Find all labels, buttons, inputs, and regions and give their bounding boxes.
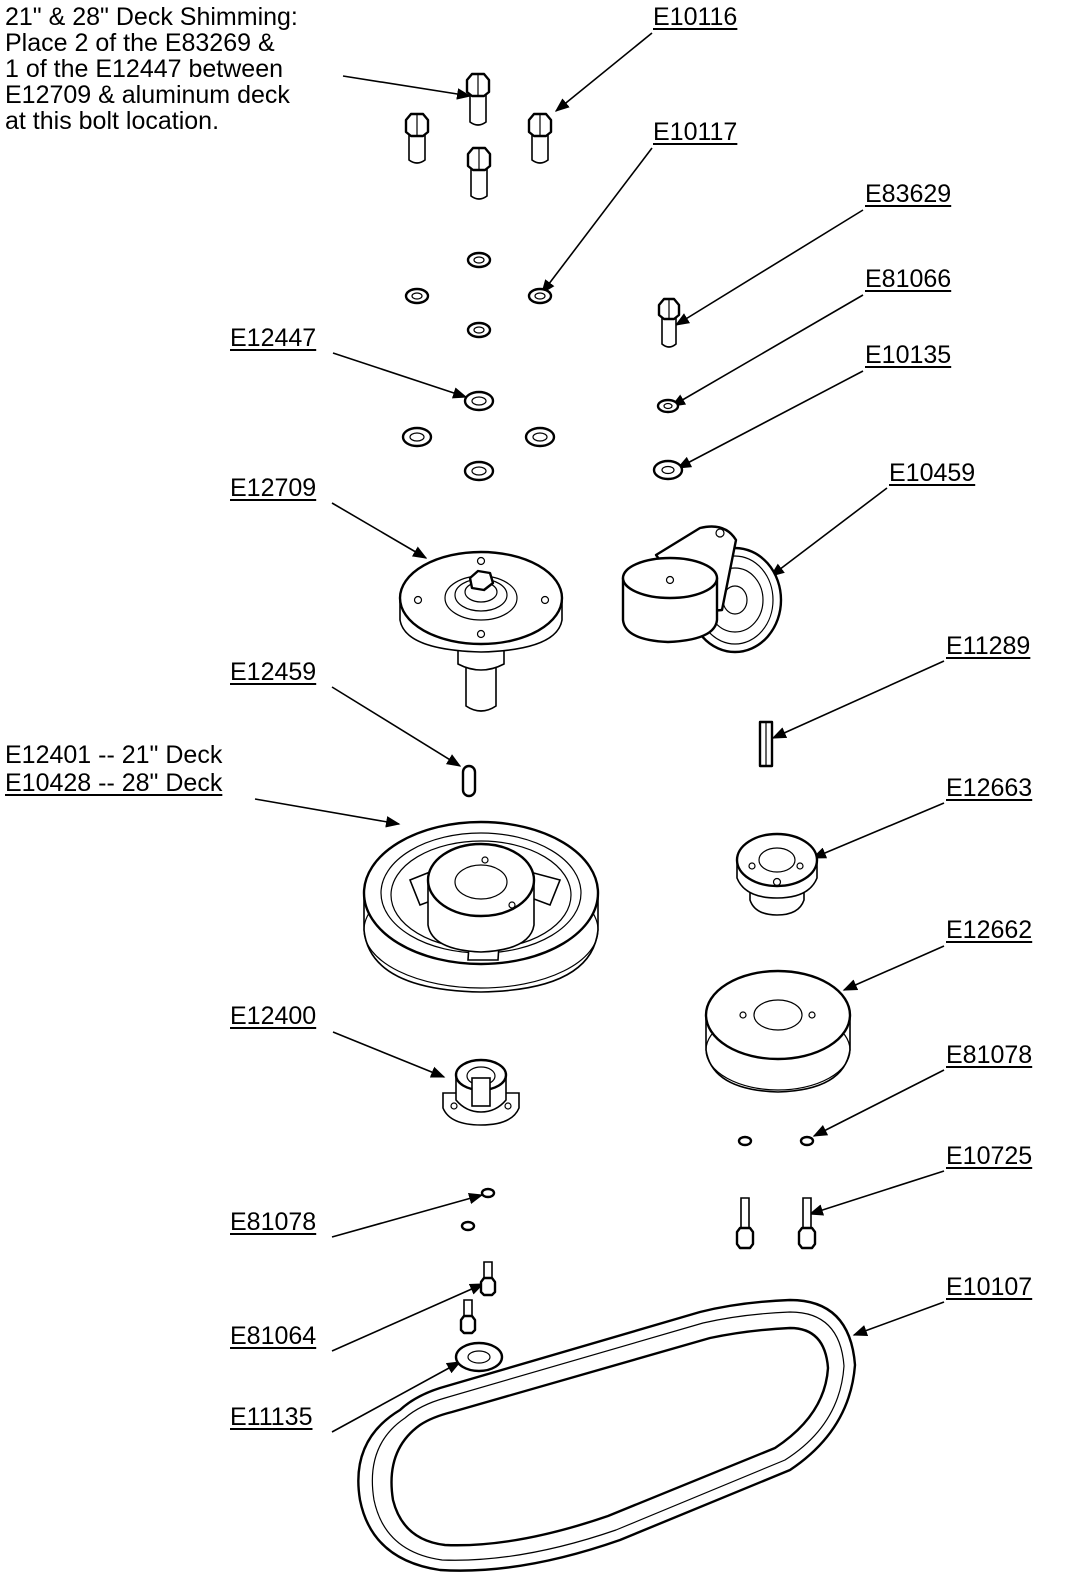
bushing-e12400 xyxy=(442,1058,520,1126)
callout-e81064: E81064 xyxy=(230,1322,317,1350)
spindle-e12709 xyxy=(398,550,564,712)
bolt-e10725 xyxy=(735,1197,817,1250)
key-e11289 xyxy=(758,720,774,768)
washer-e12447 xyxy=(401,390,556,482)
callout-e10428: E10428 -- 28" Deck xyxy=(5,769,223,797)
idler-e10459 xyxy=(621,525,783,654)
bushing-e12663 xyxy=(735,832,819,916)
note-line: 21" & 28" Deck Shimming: xyxy=(5,3,298,31)
callout-e10116: E10116 xyxy=(653,3,738,31)
shimming-note: 21" & 28" Deck Shimming: Place 2 of the … xyxy=(5,4,298,134)
bolt-e10116 xyxy=(465,72,491,126)
lock-washer-e81078 xyxy=(737,1135,815,1147)
key-e12459 xyxy=(461,764,477,798)
callout-e12447: E12447 xyxy=(230,324,317,352)
callout-e10117: E10117 xyxy=(653,118,738,146)
callout-e11135: E11135 xyxy=(230,1403,313,1431)
callout-e12400: E12400 xyxy=(230,1002,317,1030)
bolt-e10116 xyxy=(466,146,492,200)
callout-e12663: E12663 xyxy=(946,774,1033,802)
callout-e81066: E81066 xyxy=(865,265,952,293)
callout-e12662: E12662 xyxy=(946,916,1033,944)
note-line: at this bolt location. xyxy=(5,107,220,135)
leader-lines xyxy=(254,32,945,1433)
callout-e10459: E10459 xyxy=(889,459,976,487)
callout-e12459: E12459 xyxy=(230,658,317,686)
callout-e83629: E83629 xyxy=(865,180,952,208)
pulley-e12401-e10428 xyxy=(362,820,600,993)
callout-e81078-left: E81078 xyxy=(230,1208,317,1236)
callout-e81078-right: E81078 xyxy=(946,1041,1033,1069)
lock-washer-e81078 xyxy=(460,1187,496,1232)
callout-e12401: E12401 -- 21" Deck xyxy=(5,741,223,769)
bolt-e81064 xyxy=(459,1261,497,1335)
bolt-e10116 xyxy=(404,112,430,164)
callout-e10725: E10725 xyxy=(946,1142,1033,1170)
lock-washer-e10117 xyxy=(404,251,553,339)
washer-e10135 xyxy=(652,459,684,481)
belt-e10107 xyxy=(357,1298,857,1572)
bolt-e10116 xyxy=(527,112,553,164)
note-line: E12709 & aluminum deck xyxy=(5,81,290,109)
pulley-e12662 xyxy=(704,969,852,1093)
lock-washer-e81066 xyxy=(656,398,680,414)
note-line: Place 2 of the E83269 & xyxy=(5,29,275,57)
callout-e10135: E10135 xyxy=(865,341,952,369)
washer-e11135 xyxy=(454,1341,504,1373)
bolt-e83629 xyxy=(657,297,681,348)
note-line: 1 of the E12447 between xyxy=(5,55,284,83)
callout-e11289: E11289 xyxy=(946,632,1031,660)
callout-e10107: E10107 xyxy=(946,1273,1033,1301)
callout-e12709: E12709 xyxy=(230,474,317,502)
